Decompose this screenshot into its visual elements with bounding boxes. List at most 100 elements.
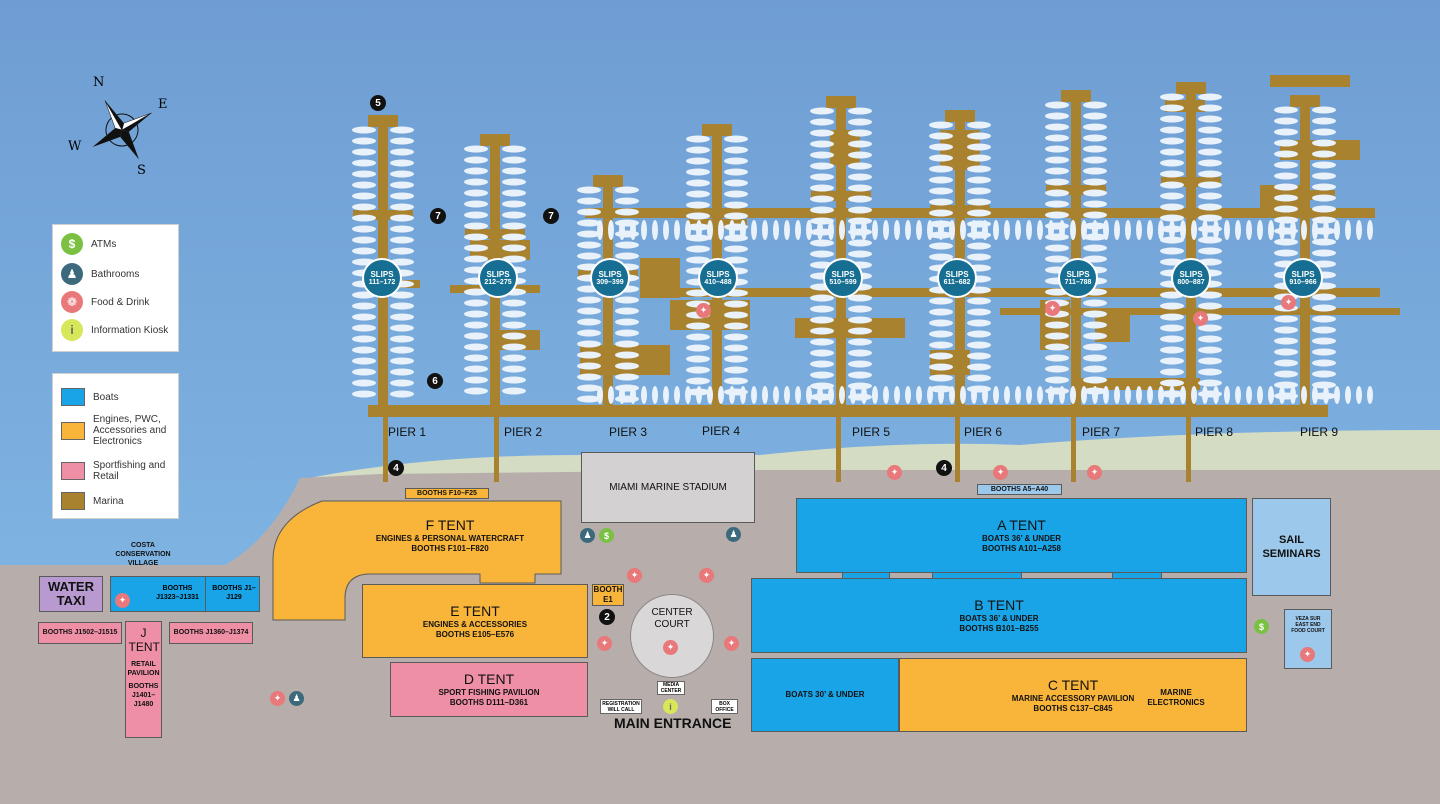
legend-label: Bathrooms: [91, 268, 140, 280]
boat-icon: [1213, 220, 1219, 240]
boat-icon: [967, 363, 991, 371]
food-drink-icon[interactable]: ✦: [993, 465, 1008, 480]
food-drink-icon[interactable]: ✦: [724, 636, 739, 651]
boat-icon: [828, 220, 834, 240]
boat-icon: [577, 395, 601, 403]
boat-icon: [686, 245, 710, 253]
boat-icon: [929, 242, 953, 250]
food-drink-icon[interactable]: ✦: [699, 568, 714, 583]
boat-icon: [1026, 386, 1032, 404]
boat-icon: [615, 329, 639, 337]
f-tent[interactable]: F TENT ENGINES & PERSONAL WATERCRAFT BOO…: [350, 510, 550, 560]
boat-icon: [1257, 386, 1263, 404]
tent-booths: BOOTHS E105–E576: [435, 629, 515, 639]
boat-icon: [1198, 324, 1222, 332]
sail-seminars[interactable]: SAIL SEMINARS: [1252, 498, 1331, 596]
boat-icon: [685, 386, 691, 404]
boat-icon: [663, 220, 669, 240]
boat-icon: [1160, 148, 1184, 156]
bathroom-icon[interactable]: ♟: [289, 691, 304, 706]
booth-e1[interactable]: BOOTH E1: [592, 584, 624, 606]
miami-marine-stadium[interactable]: MIAMI MARINE STADIUM: [581, 452, 755, 523]
booths-j1360[interactable]: BOOTHS J1360–J1374: [169, 622, 253, 644]
boat-icon: [577, 241, 601, 249]
boat-icon: [1169, 220, 1175, 240]
j-tent[interactable]: J TENT RETAIL PAVILION BOOTHS J1401–J148…: [125, 621, 162, 738]
food-drink-icon[interactable]: ✦: [270, 691, 285, 706]
food-drink-icon[interactable]: ✦: [696, 303, 711, 318]
boat-icon: [927, 220, 933, 240]
b-tent[interactable]: B TENT BOATS 36’ & UNDER BOOTHS B101–B25…: [751, 578, 1247, 653]
boat-icon: [848, 184, 872, 192]
info-kiosk-icon[interactable]: i: [663, 699, 678, 714]
boat-icon: [724, 300, 748, 308]
marker-7[interactable]: 7: [543, 208, 559, 224]
boat-icon: [929, 253, 953, 261]
j-booths-row: [110, 576, 260, 612]
food-drink-icon[interactable]: ✦: [1193, 311, 1208, 326]
boats-30-under[interactable]: BOATS 30’ & UNDER: [751, 658, 899, 732]
boat-icon: [502, 156, 526, 164]
booths-f10-f25[interactable]: BOOTHS F10–F25: [405, 488, 489, 499]
box-office[interactable]: BOX OFFICE: [711, 699, 738, 714]
food-drink-icon[interactable]: ✦: [597, 636, 612, 651]
e-tent[interactable]: E TENT ENGINES & ACCESSORIES BOOTHS E105…: [362, 584, 588, 658]
boat-icon: [1092, 220, 1098, 240]
booths-j1323[interactable]: BOOTHS J1323–J1331: [156, 585, 199, 601]
marker-2[interactable]: 2: [599, 609, 615, 625]
boat-icon: [848, 195, 872, 203]
food-drink-icon[interactable]: ✦: [663, 640, 678, 655]
c-tent[interactable]: C TENT MARINE ACCESSORY PAVILION BOOTHS …: [899, 658, 1247, 732]
boat-icon: [1198, 379, 1222, 387]
boat-icon: [502, 145, 526, 153]
boat-icon: [1136, 220, 1142, 240]
boat-icon: [1274, 194, 1298, 202]
boat-icon: [848, 316, 872, 324]
boats-swatch: [61, 388, 85, 406]
food-drink-icon[interactable]: ✦: [1087, 465, 1102, 480]
d-tent[interactable]: D TENT SPORT FISHING PAVILION BOOTHS D11…: [390, 662, 588, 717]
food-drink-icon[interactable]: ✦: [1300, 647, 1315, 662]
boat-icon: [577, 384, 601, 392]
atm-icon[interactable]: $: [599, 528, 614, 543]
bathroom-icon[interactable]: ♟: [726, 527, 741, 542]
pier-stem: [494, 410, 499, 482]
marker-4[interactable]: 4: [936, 460, 952, 476]
marker-7[interactable]: 7: [430, 208, 446, 224]
food-drink-icon[interactable]: ✦: [1281, 295, 1296, 310]
booths-j1[interactable]: BOOTHS J1–J129: [212, 585, 256, 601]
boat-icon: [1083, 343, 1107, 351]
a-tent[interactable]: A TENT BOATS 36’ & UNDER BOOTHS A101–A25…: [796, 498, 1247, 573]
food-drink-icon[interactable]: ✦: [887, 465, 902, 480]
center-court[interactable]: CENTER COURT: [630, 594, 714, 678]
boat-icon: [1160, 203, 1184, 211]
tent-title: J TENT: [128, 626, 160, 654]
marker-6[interactable]: 6: [427, 373, 443, 389]
food-drink-icon[interactable]: ✦: [115, 593, 130, 608]
registration-will-call[interactable]: REGISTRATION WILL CALL: [600, 699, 642, 714]
booths-a5-a40[interactable]: BOOTHS A5–A40: [977, 484, 1062, 495]
marker-4[interactable]: 4: [388, 460, 404, 476]
boat-icon: [352, 313, 376, 321]
food-drink-icon[interactable]: ✦: [1045, 301, 1060, 316]
atm-icon[interactable]: $: [1254, 619, 1269, 634]
media-center[interactable]: MEDIA CENTER: [657, 681, 685, 695]
boat-icon: [949, 386, 955, 404]
marker-5[interactable]: 5: [370, 95, 386, 111]
pier-spine: [836, 96, 846, 410]
water-taxi[interactable]: WATER TAXI: [39, 576, 103, 612]
boat-icon: [724, 212, 748, 220]
food-drink-icon[interactable]: ✦: [627, 568, 642, 583]
bathroom-icon[interactable]: ♟: [580, 528, 595, 543]
booths-j1502[interactable]: BOOTHS J1502–J1515: [38, 622, 122, 644]
boat-icon: [810, 107, 834, 115]
